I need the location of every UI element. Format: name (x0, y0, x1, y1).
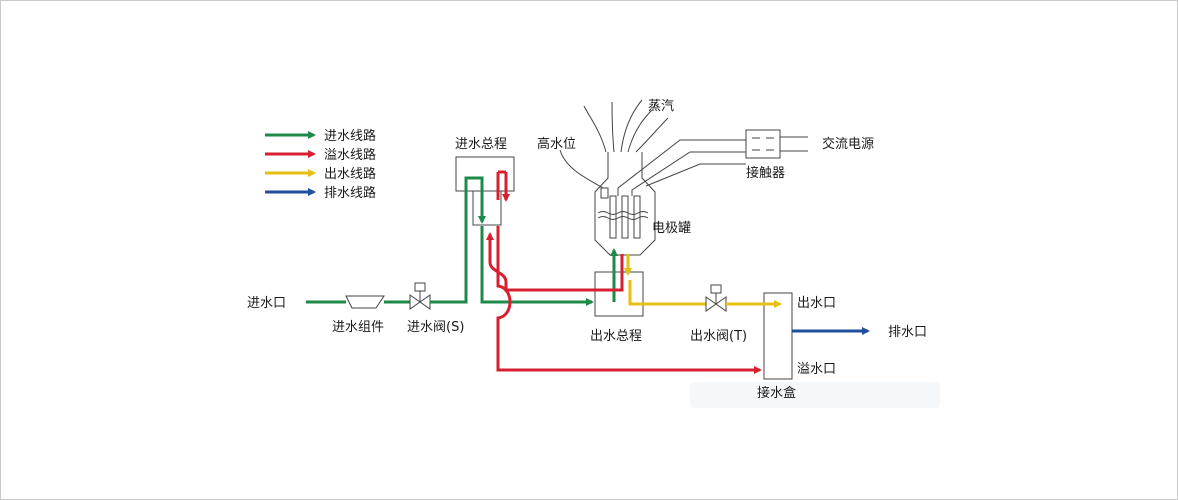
label-inlet-manifold: 进水总程 (455, 137, 507, 152)
legend-label-outlet: 出水线路 (324, 166, 376, 182)
label-drain-port: 排水口 (888, 325, 927, 340)
water-box (763, 292, 793, 380)
label-electrode-tank: 电极罐 (652, 221, 691, 236)
high-level-wire (559, 149, 604, 189)
electrode-rod-icon (609, 195, 617, 239)
outlet-pipe (628, 280, 706, 306)
steam-lines (583, 99, 669, 153)
outlet-valve-icon (705, 284, 727, 312)
overflow-crossing (496, 226, 762, 374)
legend: 进水线路 溢水线路 出水线路 排水线路 (265, 128, 376, 201)
inlet-assembly-icon (345, 295, 385, 309)
legend-label-drain: 排水线路 (324, 185, 376, 201)
overflow-from-tank (486, 232, 624, 292)
outlet-manifold-box (594, 271, 644, 317)
inlet-manifold-inner (472, 190, 502, 226)
label-contactor: 接触器 (746, 165, 785, 181)
label-overflow-port: 溢水口 (797, 362, 836, 377)
label-ac-power: 交流电源 (822, 136, 874, 152)
label-inlet-assembly: 进水组件 (332, 320, 384, 335)
label-outlet-valve: 出水阀(T) (690, 329, 747, 344)
watermark-logo (690, 382, 940, 408)
label-water-outlet: 出水口 (797, 296, 836, 311)
label-outlet-manifold: 出水总程 (590, 329, 642, 344)
power-cables (617, 139, 746, 196)
label-water-box: 接水盒 (757, 385, 796, 401)
water-surface-icon (597, 211, 649, 215)
label-inlet-valve: 进水阀(S) (407, 320, 464, 335)
legend-label-inlet: 进水线路 (324, 128, 376, 144)
label-high-level: 高水位 (537, 136, 576, 152)
inlet-to-outlet-manifold (480, 226, 594, 306)
water-surface-icon (597, 216, 649, 220)
legend-label-overflow: 溢水线路 (324, 147, 376, 163)
label-inlet-port: 进水口 (247, 296, 286, 311)
contactor-box (745, 129, 781, 159)
high-level-sensor-icon (600, 187, 609, 199)
inlet-valve-icon (409, 282, 431, 310)
label-steam: 蒸汽 (648, 99, 674, 114)
inlet-pipe (430, 176, 486, 304)
